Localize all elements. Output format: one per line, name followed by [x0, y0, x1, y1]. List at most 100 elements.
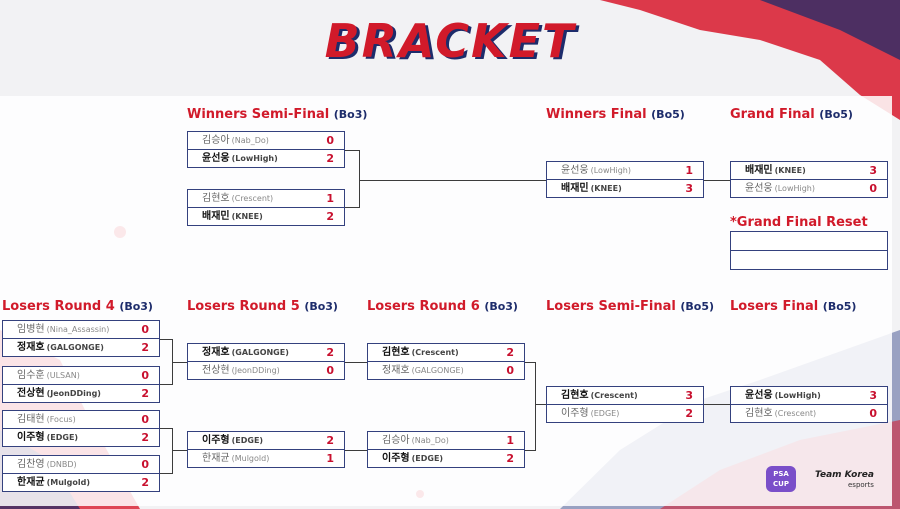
- header-format: (Bo3): [333, 108, 368, 121]
- header-label: Losers Final: [730, 299, 819, 314]
- player-korean-name: 한재균: [202, 453, 230, 464]
- player-tag: (Mulgold): [46, 478, 91, 487]
- reset-row: [731, 251, 887, 269]
- player-row: 정재호(GALGONGE) 0: [368, 362, 524, 379]
- player-row: 이주형(EDGE)2: [368, 450, 524, 467]
- header-losers-round-5: Losers Round 5 (Bo3): [187, 299, 338, 314]
- player-row: 정재호(GALGONGE)2: [3, 339, 159, 356]
- player-korean-name: 김현호: [382, 347, 410, 358]
- player-korean-name: 이주형: [17, 432, 45, 443]
- header-format: (Bo5): [822, 300, 857, 313]
- player-tag: (Nina_Assassin): [46, 325, 110, 334]
- player-name: 김현호(Crescent): [561, 387, 638, 404]
- player-tag: (GALGONGE): [46, 343, 104, 352]
- player-row: 정재호(GALGONGE) 2: [188, 344, 344, 362]
- player-row: 배재민(KNEE)3: [731, 162, 887, 180]
- player-name: 윤선웅(LowHigh): [561, 162, 631, 179]
- header-format: (Bo5): [680, 300, 715, 313]
- player-korean-name: 이주형: [561, 408, 589, 419]
- player-korean-name: 김현호: [745, 408, 773, 419]
- player-row: 김찬영(DNBD)0: [3, 456, 159, 474]
- player-tag: (LowHigh): [774, 184, 815, 193]
- connector-line: [343, 450, 367, 451]
- player-row: 한재균(Mulgold) 2: [3, 474, 159, 491]
- player-score: 2: [506, 346, 514, 359]
- player-name: 임병현(Nina_Assassin): [17, 321, 109, 338]
- player-row: 이주형(EDGE) 2: [3, 429, 159, 446]
- player-korean-name: 전상현: [17, 388, 45, 399]
- player-row: 윤선웅(LowHigh)3: [731, 387, 887, 405]
- player-score: 2: [506, 452, 514, 465]
- player-score: 0: [141, 323, 149, 336]
- player-name: 배재민(KNEE): [561, 180, 622, 197]
- connector-line: [535, 362, 536, 451]
- player-korean-name: 한재균: [17, 477, 45, 488]
- player-korean-name: 윤선웅: [745, 390, 773, 401]
- psa-cup-logo: PSA CUP: [766, 466, 796, 492]
- player-name: 윤선웅(LowHigh): [745, 387, 821, 404]
- player-score: 2: [141, 431, 149, 444]
- player-row: 윤선웅(LowHigh)1: [547, 162, 703, 180]
- player-name: 정재호(GALGONGE): [382, 362, 464, 379]
- player-score: 0: [506, 364, 514, 377]
- player-row: 임병현(Nina_Assassin) 0: [3, 321, 159, 339]
- connector-line: [702, 180, 730, 181]
- player-tag: (EDGE): [411, 454, 444, 463]
- player-name: 이주형(EDGE): [561, 405, 619, 422]
- match-losers-r4-3: 김태현(Focus)0 이주형(EDGE) 2: [2, 410, 160, 447]
- player-name: 윤선웅(LowHigh): [202, 150, 278, 167]
- player-row: 배재민(KNEE)2: [188, 208, 344, 225]
- player-row: 김현호(Crescent) 0: [731, 405, 887, 422]
- player-row: 김태현(Focus)0: [3, 411, 159, 429]
- player-row: 윤선웅(LowHigh)0: [731, 180, 887, 197]
- player-score: 3: [869, 164, 877, 177]
- player-tag: (DNBD): [46, 460, 77, 469]
- player-name: 정재호(GALGONGE): [202, 344, 289, 361]
- player-korean-name: 정재호: [382, 365, 410, 376]
- header-label: Losers Round 4: [2, 299, 115, 314]
- player-tag: (LowHigh): [774, 391, 821, 400]
- player-tag: (Crescent): [774, 409, 817, 418]
- connector-line: [158, 339, 172, 340]
- connector-line: [158, 384, 172, 385]
- player-score: 0: [869, 407, 877, 420]
- connector-line: [359, 150, 360, 208]
- player-score: 2: [326, 152, 334, 165]
- player-tag: (EDGE): [46, 433, 79, 442]
- connector-line: [523, 450, 535, 451]
- player-korean-name: 김승아: [382, 435, 410, 446]
- player-name: 전상현(JeonDDing): [202, 362, 280, 379]
- player-korean-name: 김현호: [202, 193, 230, 204]
- player-score: 2: [326, 346, 334, 359]
- player-korean-name: 정재호: [17, 342, 45, 353]
- header-grand-final: Grand Final (Bo5): [730, 107, 853, 122]
- header-winners-semi: Winners Semi-Final (Bo3): [187, 107, 367, 122]
- player-score: 2: [141, 476, 149, 489]
- player-score: 1: [506, 434, 514, 447]
- header-format: (Bo3): [484, 300, 518, 313]
- header-grand-final-reset: *Grand Final Reset: [730, 215, 868, 230]
- header-label: Losers Round 5: [187, 299, 300, 314]
- player-korean-name: 임병현: [17, 324, 45, 335]
- player-name: 정재호(GALGONGE): [17, 339, 104, 356]
- header-losers-round-6: Losers Round 6 (Bo3): [367, 299, 518, 314]
- player-score: 0: [141, 369, 149, 382]
- player-tag: (Crescent): [411, 348, 459, 357]
- connector-line: [172, 450, 187, 451]
- header-label: Winners Semi-Final: [187, 107, 330, 122]
- player-tag: (LowHigh): [590, 166, 631, 175]
- player-name: 김현호(Crescent): [382, 344, 459, 361]
- player-name: 한재균(Mulgold): [202, 450, 269, 467]
- player-score: 2: [141, 387, 149, 400]
- header-label: Losers Semi-Final: [546, 299, 676, 314]
- header-losers-final: Losers Final (Bo5): [730, 299, 856, 314]
- player-name: 김현호(Crescent): [202, 190, 273, 207]
- connector-line: [158, 473, 172, 474]
- player-score: 1: [326, 452, 334, 465]
- connector-line: [535, 404, 546, 405]
- player-row: 임수훈(ULSAN)0: [3, 367, 159, 385]
